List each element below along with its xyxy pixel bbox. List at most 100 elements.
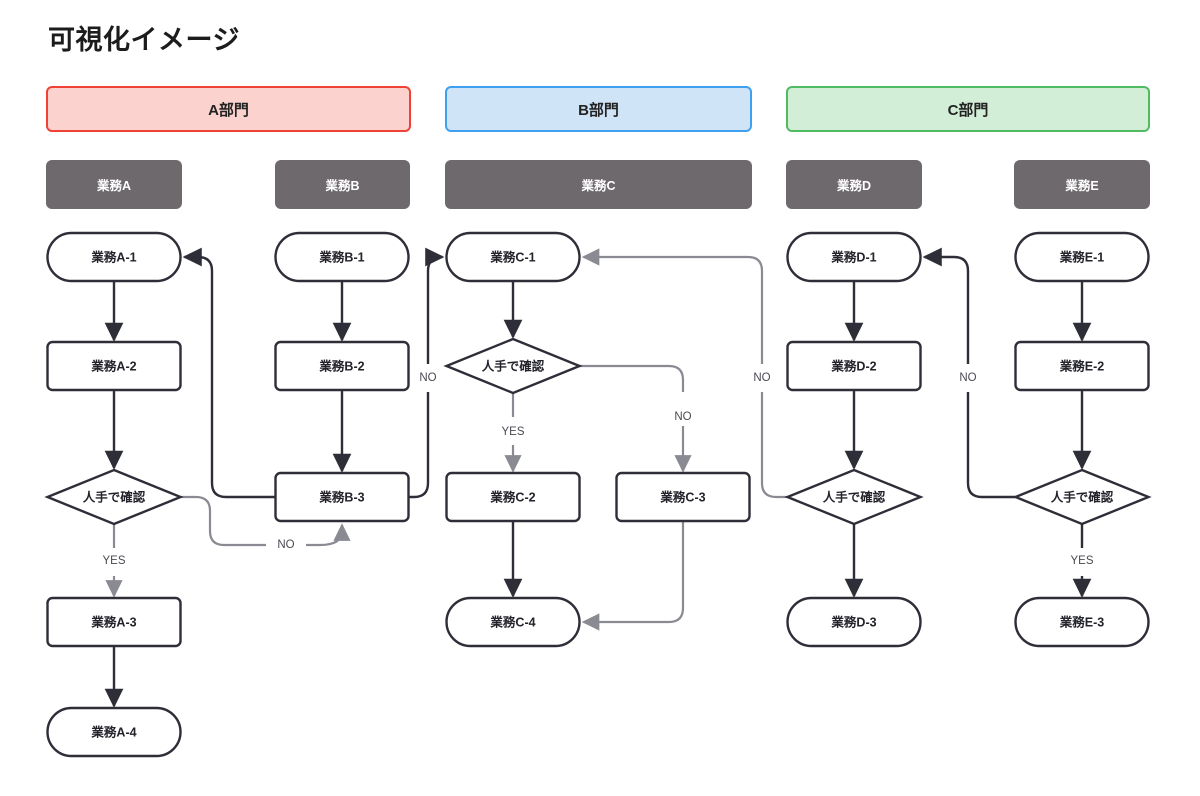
- edge-labels-layer: YES NO NO YES NO NO NO YES: [102, 372, 1093, 567]
- node-b2[interactable]: 業務B-2: [274, 340, 410, 392]
- node-a1[interactable]: 業務A-1: [46, 231, 182, 283]
- node-shape-diamond: [1012, 468, 1152, 526]
- node-label-a1: 業務A-1: [90, 249, 136, 264]
- node-label-dd: 人手で確認: [823, 489, 886, 504]
- node-e1[interactable]: 業務E-1: [1014, 231, 1150, 283]
- edges-layer: [104, 247, 1092, 708]
- edge-ed-d1-seg1: [966, 392, 1016, 499]
- task-band-b-label: 業務B: [325, 179, 360, 193]
- node-b1[interactable]: 業務B-1: [274, 231, 410, 283]
- node-shape-pill: [274, 231, 410, 283]
- node-b3[interactable]: 業務B-3: [274, 471, 410, 523]
- dept-band-c: C部門: [786, 86, 1150, 132]
- node-label-c3: 業務C-3: [659, 489, 705, 504]
- node-c1[interactable]: 業務C-1: [445, 231, 581, 283]
- node-dd[interactable]: 人手で確認: [784, 468, 924, 526]
- node-label-a2: 業務A-2: [90, 358, 136, 373]
- dept-band-a: A部門: [46, 86, 411, 132]
- edge-ad-b3-seg2: [306, 523, 351, 547]
- node-shape-pill: [1014, 596, 1150, 648]
- node-label-a3: 業務A-3: [90, 614, 136, 629]
- node-label-e2: 業務E-2: [1059, 358, 1105, 373]
- node-d1[interactable]: 業務D-1: [786, 231, 922, 283]
- node-c2[interactable]: 業務C-2: [445, 471, 581, 523]
- node-shape-pill: [786, 596, 922, 648]
- node-shape-pill: [445, 231, 581, 283]
- node-label-c4: 業務C-4: [489, 614, 535, 629]
- edge-label-yes-7: YES: [1070, 555, 1093, 567]
- task-band-c: 業務C: [445, 160, 752, 209]
- dept-band-a-label: A部門: [208, 101, 249, 119]
- node-shape-rect: [46, 340, 182, 392]
- edge-dd-c1-seg2: [581, 248, 764, 364]
- edge-b3-a1: [182, 247, 276, 499]
- task-band-e-label: 業務E: [1065, 179, 1099, 193]
- node-a2[interactable]: 業務A-2: [46, 340, 182, 392]
- task-band-b: 業務B: [275, 160, 410, 209]
- page-title: 可視化イメージ: [48, 25, 240, 55]
- node-shape-pill: [46, 231, 182, 283]
- dept-band-c-label: C部門: [947, 101, 989, 119]
- node-label-d2: 業務D-2: [830, 358, 876, 373]
- edge-label-yes-3: YES: [501, 426, 524, 438]
- edge-c3-c4: [581, 521, 685, 631]
- node-label-b2: 業務B-2: [318, 358, 364, 373]
- dept-band-b: B部門: [445, 86, 752, 132]
- node-shape-pill: [46, 706, 182, 758]
- node-label-ad: 人手で確認: [83, 489, 146, 504]
- node-shape-rect: [445, 471, 581, 523]
- node-shape-rect: [274, 471, 410, 523]
- task-band-d: 業務D: [786, 160, 922, 209]
- node-shape-rect: [274, 340, 410, 392]
- task-band-a: 業務A: [46, 160, 182, 209]
- node-shape-pill: [445, 596, 581, 648]
- node-shape-rect: [46, 596, 182, 648]
- node-label-c2: 業務C-2: [489, 489, 535, 504]
- task-band-e: 業務E: [1014, 160, 1150, 209]
- edge-label-no-5: NO: [753, 372, 770, 384]
- node-label-d1: 業務D-1: [830, 249, 876, 264]
- node-e3[interactable]: 業務E-3: [1014, 596, 1150, 648]
- node-label-cd: 人手で確認: [482, 358, 545, 373]
- node-shape-diamond: [44, 468, 184, 526]
- node-label-b1: 業務B-1: [318, 249, 364, 264]
- node-label-b3: 業務B-3: [318, 489, 364, 504]
- node-e2[interactable]: 業務E-2: [1014, 340, 1150, 392]
- edge-label-no-4: NO: [674, 411, 691, 423]
- node-d2[interactable]: 業務D-2: [786, 340, 922, 392]
- edge-label-no-2: NO: [419, 372, 436, 384]
- node-ed[interactable]: 人手で確認: [1012, 468, 1152, 526]
- node-label-e1: 業務E-1: [1059, 249, 1105, 264]
- node-a4[interactable]: 業務A-4: [46, 706, 182, 758]
- node-shape-pill: [1014, 231, 1150, 283]
- edge-label-no-1: NO: [277, 539, 294, 551]
- edge-b3-c1-seg2: [425, 247, 445, 364]
- node-shape-rect: [615, 471, 751, 523]
- node-shape-pill: [786, 231, 922, 283]
- node-c4[interactable]: 業務C-4: [445, 596, 581, 648]
- node-shape-diamond: [443, 337, 583, 395]
- edge-ad-b3-seg1: [180, 495, 266, 547]
- edge-label-no-6: NO: [959, 372, 976, 384]
- node-label-a4: 業務A-4: [90, 724, 136, 739]
- node-cd[interactable]: 人手で確認: [443, 337, 583, 395]
- task-band-a-label: 業務A: [96, 179, 132, 193]
- edge-b3-c1-seg1: [408, 392, 430, 499]
- edge-label-yes-0: YES: [102, 555, 125, 567]
- node-shape-rect: [1014, 340, 1150, 392]
- node-shape-diamond: [784, 468, 924, 526]
- task-band-c-label: 業務C: [581, 179, 616, 193]
- node-d3[interactable]: 業務D-3: [786, 596, 922, 648]
- node-label-d3: 業務D-3: [830, 614, 876, 629]
- node-label-e3: 業務E-3: [1059, 614, 1105, 629]
- task-band-d-label: 業務D: [836, 179, 872, 193]
- edge-cd-c3-seg1: [579, 364, 685, 392]
- node-shape-rect: [786, 340, 922, 392]
- dept-band-b-label: B部門: [578, 101, 619, 119]
- node-a3[interactable]: 業務A-3: [46, 596, 182, 648]
- node-ad[interactable]: 人手で確認: [44, 468, 184, 526]
- node-label-c1: 業務C-1: [489, 249, 535, 264]
- node-c3[interactable]: 業務C-3: [615, 471, 751, 523]
